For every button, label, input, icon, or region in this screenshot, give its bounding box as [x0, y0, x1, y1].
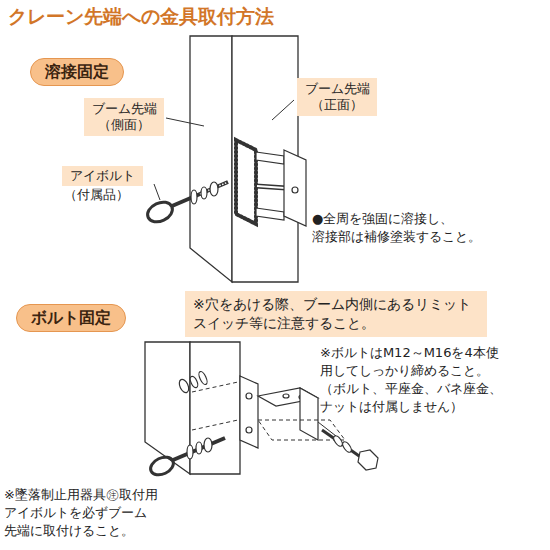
nut	[210, 182, 218, 196]
bracket-back-plate	[236, 140, 256, 224]
part-label-box: アイボルト（付属品）	[62, 165, 143, 203]
eyebolt-shaft	[172, 182, 228, 206]
boom-front-face	[190, 342, 240, 474]
leader-lines-top	[154, 100, 294, 200]
bolt-head	[358, 450, 378, 470]
washer	[197, 370, 208, 385]
part-label-box: ブーム先端 （側面）	[84, 98, 164, 136]
eyebolt-bottom	[148, 438, 225, 478]
box-text: 溶接固定	[45, 62, 109, 82]
box-text: ボルト固定	[31, 308, 111, 328]
bracket-pin-shine	[257, 186, 285, 188]
section-pill: 溶接固定	[30, 58, 124, 86]
leader-line	[318, 422, 336, 436]
leader-line	[154, 184, 160, 200]
weld-bead	[236, 140, 256, 224]
washer	[332, 434, 344, 447]
note-text: ※墜落制止用器具㊟取付用 アイボルトを必ずブーム 先端に取付けること。	[4, 486, 180, 540]
spring-washer	[341, 440, 353, 453]
box-text: アイボルト	[62, 166, 143, 186]
section-pill: ボルト固定	[16, 304, 126, 332]
hidden-edge	[192, 382, 238, 392]
box-text: ※穴をあける際、ブーム内側にあるリミット スイッチ等に注意すること。	[193, 295, 479, 333]
spring-washer	[189, 375, 200, 388]
box-subtext: （付属品）	[62, 186, 143, 203]
note-text: ※ボルトはM12～M16を4本使 用してしっかり締めること。 （ボルト、平座金、…	[320, 344, 532, 416]
title: クレーン先端への金具取付方法	[8, 4, 274, 30]
spring-washer	[196, 442, 202, 454]
leader-lines-bottom	[318, 422, 336, 436]
bracket-top-arm	[256, 152, 284, 164]
bracket-hole	[292, 187, 298, 193]
eyebolt-top	[144, 182, 228, 226]
bracket-front-plate	[284, 150, 306, 226]
caution-box: ※穴をあける際、ブーム内側にあるリミット スイッチ等に注意すること。	[185, 291, 487, 337]
box-text: ブーム先端 （側面）	[88, 101, 160, 133]
washer	[191, 190, 197, 204]
box-text: ブーム先端 （正面）	[301, 81, 373, 113]
boom-tip-welded	[190, 36, 298, 282]
boom-tip-bolted	[145, 342, 240, 474]
weld-bracket	[236, 140, 306, 226]
bolt-hole	[283, 394, 289, 398]
eyebolt-ring	[144, 198, 175, 225]
bolt-hole	[246, 427, 252, 433]
bolt-hole	[246, 393, 252, 399]
hidden-edge	[192, 420, 238, 430]
washer	[187, 445, 193, 459]
bracket-back-plate	[240, 376, 258, 448]
leader-line	[166, 118, 204, 126]
spring-washer	[201, 187, 207, 199]
bracket-side-plate	[300, 388, 318, 440]
note-text: ●全周を強固に溶接し、 溶接部は補修塗装すること。	[312, 210, 502, 246]
bracket-bottom-arm	[256, 208, 284, 220]
bolt-shaft	[322, 430, 362, 458]
boom-side-face	[190, 36, 232, 282]
leader-line	[272, 100, 294, 120]
eyebolt-shaft	[173, 438, 225, 460]
part-label-box: ブーム先端 （正面）	[297, 78, 377, 116]
nut	[177, 378, 190, 394]
nut	[204, 438, 212, 452]
bracket-pin	[256, 186, 286, 188]
eyebolt-ring	[148, 454, 177, 479]
